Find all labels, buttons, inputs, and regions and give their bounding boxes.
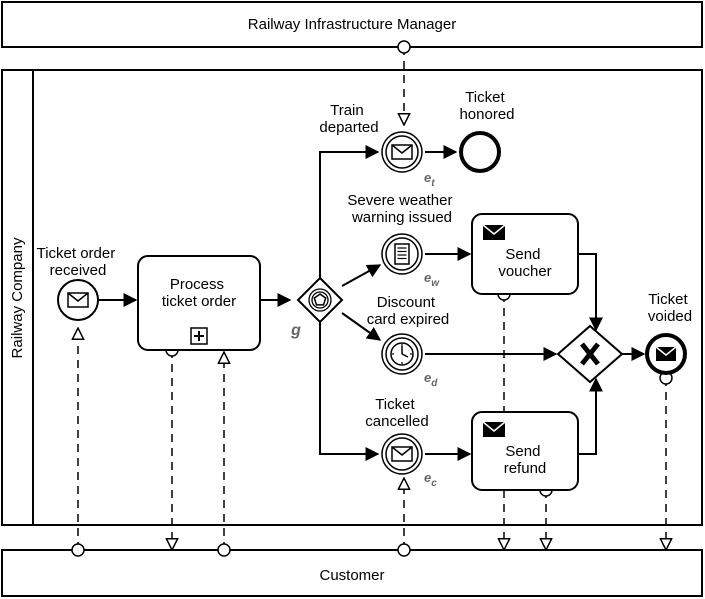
message-flows	[78, 47, 666, 550]
discount-card-label: Discount card expired	[367, 294, 450, 328]
pool-railway-infrastructure-manager: Railway Infrastructure Manager	[1, 1, 703, 48]
train-event-subscript: et	[424, 170, 435, 189]
discount-event-subscript: ed	[424, 370, 438, 389]
msg-source-circle	[397, 40, 411, 54]
msg-source-circle	[397, 543, 411, 557]
task-send-refund: Send refund	[471, 411, 579, 491]
pool-title-bottom: Customer	[319, 567, 384, 584]
envelope-icon	[391, 144, 413, 160]
x-icon	[580, 342, 600, 366]
event-ticket-cancelled: Ticket cancelled ec	[365, 396, 437, 489]
train-departed-label: Train departed	[319, 102, 378, 136]
flow-refund-to-xor	[578, 377, 603, 455]
flow-voucher-to-xor	[578, 253, 603, 332]
severe-weather-label: Severe weather warning issued	[347, 192, 456, 226]
event-severe-weather: Severe weather warning issued ew	[347, 192, 456, 289]
envelope-icon	[67, 292, 89, 308]
task-process-ticket-order: Process ticket order	[137, 255, 261, 351]
gateway-label: g	[290, 322, 301, 339]
end-event-ticket-voided: Ticket voided	[645, 291, 692, 375]
event-discount-card-expired: Discount card expired ed	[367, 294, 450, 389]
msg-source-circle	[217, 543, 231, 557]
task-refund-label: Send refund	[504, 443, 547, 477]
event-train-departed: Train departed et	[319, 102, 435, 189]
task-send-voucher: Send voucher	[471, 213, 579, 295]
pool-title-top: Railway Infrastructure Manager	[248, 16, 456, 33]
subprocess-plus-icon	[190, 327, 208, 345]
end-event-ticket-honored: Ticket honored	[459, 89, 515, 173]
start-event-ticket-order-received: Ticket order received	[37, 245, 120, 321]
envelope-icon	[391, 446, 413, 462]
sequence-flows	[98, 145, 646, 461]
flow-gateway-to-train	[319, 145, 380, 278]
send-envelope-icon	[482, 224, 506, 240]
flow-gateway-to-weather	[341, 264, 382, 287]
clock-icon	[390, 342, 414, 366]
task-process-label: Process ticket order	[162, 276, 236, 310]
task-voucher-label: Send voucher	[498, 246, 551, 280]
send-envelope-icon	[482, 421, 506, 437]
pool-title-middle: Railway Company	[9, 237, 26, 358]
ticket-honored-label: Ticket honored	[459, 89, 514, 123]
filled-envelope-icon	[655, 346, 677, 361]
pool-customer: Customer	[1, 549, 703, 597]
pool-railway-company: Railway Company	[1, 69, 703, 526]
document-icon	[394, 243, 410, 265]
msg-source-circle	[71, 543, 85, 557]
cancel-event-subscript: ec	[424, 470, 437, 489]
ticket-cancelled-label: Ticket cancelled	[365, 396, 428, 430]
start-event-label: Ticket order received	[37, 245, 120, 279]
exclusive-gateway	[556, 324, 624, 384]
weather-event-subscript: ew	[424, 270, 440, 289]
event-based-gateway: g	[290, 276, 344, 339]
ticket-voided-label: Ticket voided	[648, 291, 692, 325]
flow-gateway-to-cancel	[319, 322, 380, 461]
pentagon-icon	[313, 293, 327, 306]
flow-gateway-to-discount	[341, 312, 382, 341]
